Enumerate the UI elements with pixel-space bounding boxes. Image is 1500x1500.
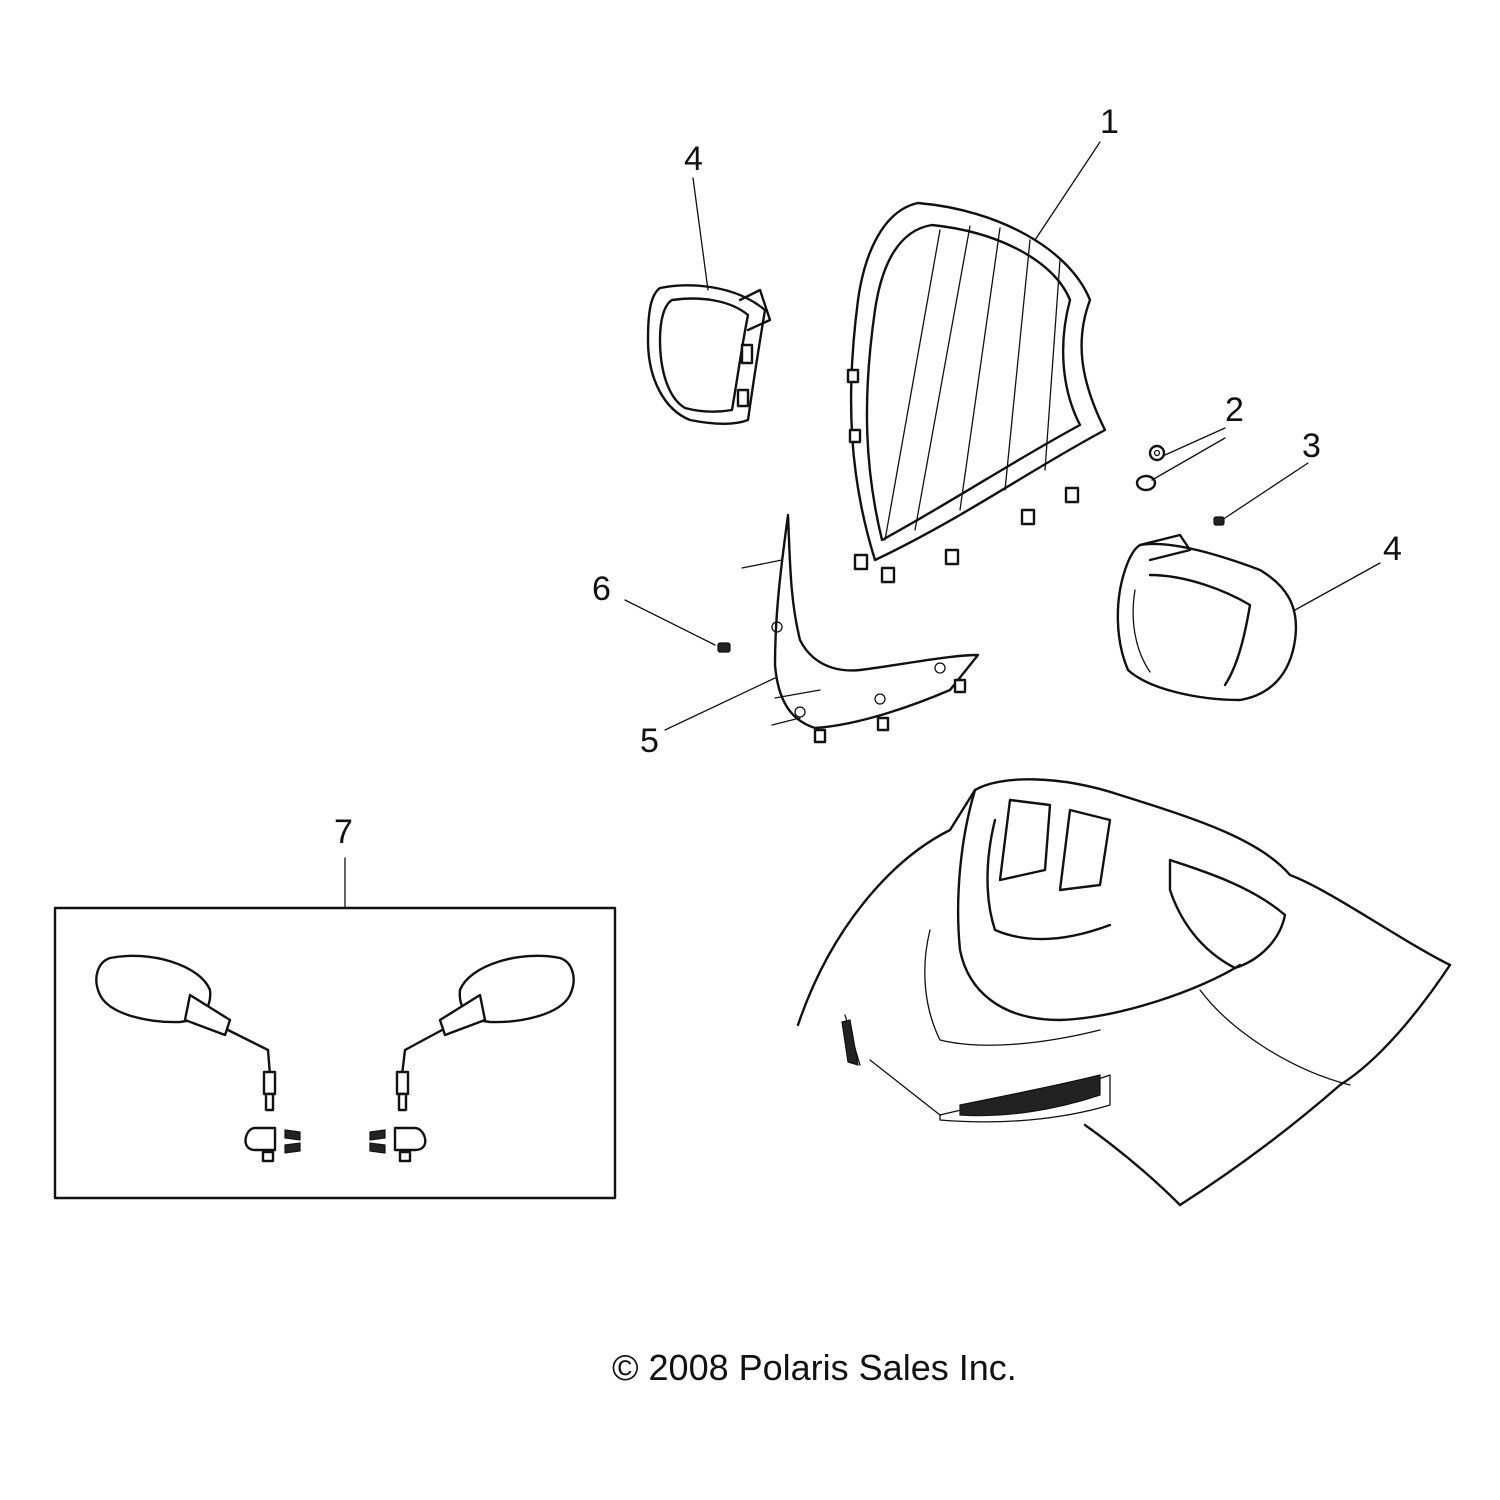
leader-lines	[624, 141, 1381, 731]
mirror-right	[369, 954, 575, 1163]
screw-part-3	[1213, 516, 1225, 526]
callout-4-upper: 4	[684, 140, 703, 178]
callout-1: 1	[1100, 103, 1119, 141]
mirror-left	[95, 954, 301, 1163]
copyright-notice: © 2008 Polaris Sales Inc.	[612, 1347, 1017, 1388]
hand-guard-left-part	[646, 284, 772, 425]
callout-7: 7	[334, 813, 353, 851]
screw-part-6	[717, 642, 731, 653]
hand-guard-right-part	[1116, 533, 1298, 702]
callout-6: 6	[592, 570, 611, 608]
mirror-kit	[53, 857, 617, 1200]
windshield-part	[846, 201, 1107, 584]
trim-part	[741, 513, 980, 744]
washer-part	[1135, 444, 1166, 492]
callout-5: 5	[640, 722, 659, 760]
callout-2: 2	[1225, 391, 1244, 429]
callout-3: 3	[1302, 427, 1321, 465]
hood-body	[796, 778, 1452, 1207]
callout-4-right: 4	[1383, 530, 1402, 568]
